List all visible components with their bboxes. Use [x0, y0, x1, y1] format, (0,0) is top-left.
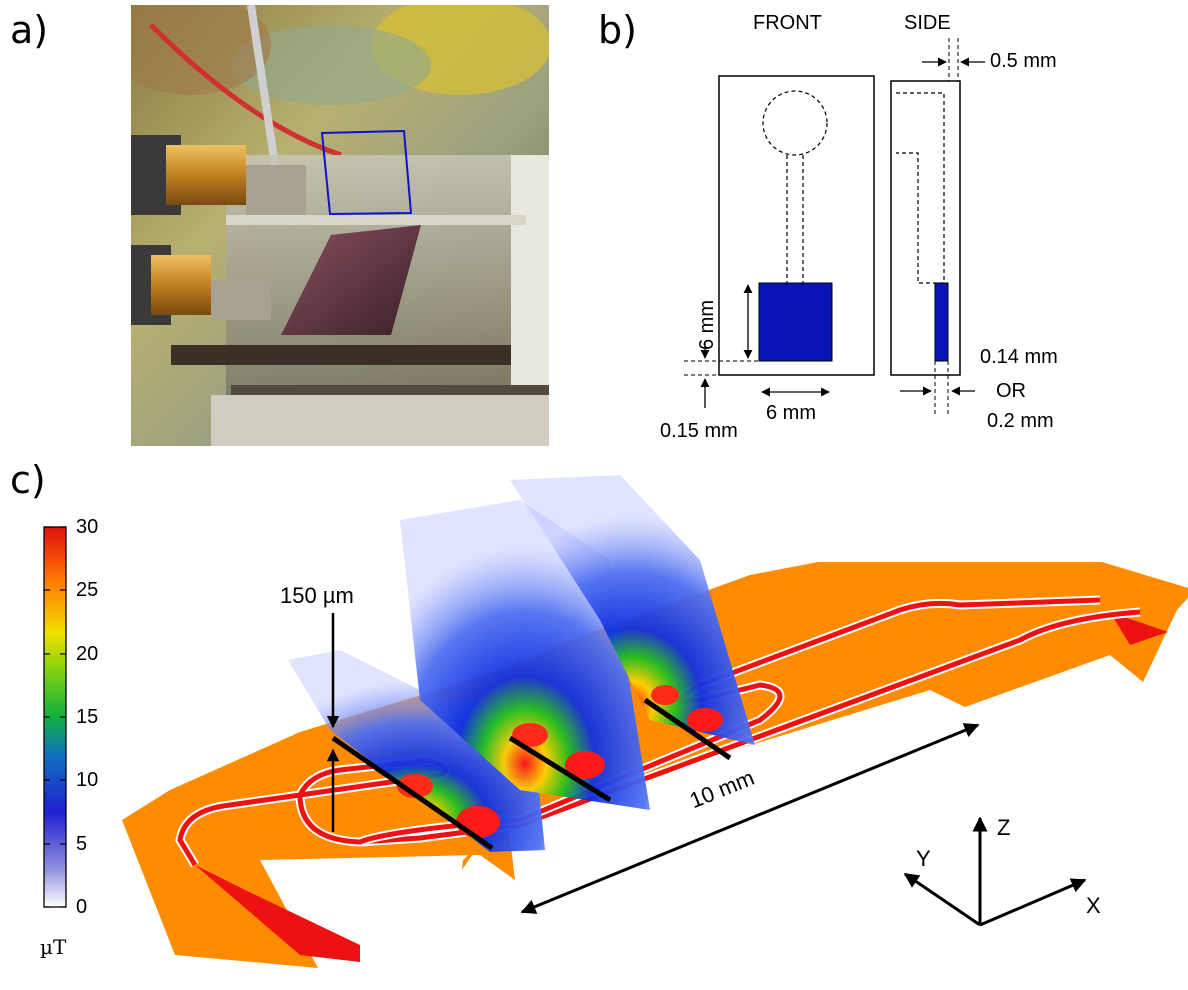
colorbar-tick-15: 15 — [76, 706, 99, 728]
y-axis-arrow — [903, 872, 981, 927]
sensor-edge-1 — [331, 735, 494, 851]
colorbar-ticks — [44, 526, 66, 908]
dim-layer-2-label: 0.2 mm — [987, 410, 1054, 432]
dim-width-label: 6 mm — [766, 402, 816, 424]
experiment-photo — [131, 5, 549, 446]
colorbar-tick-30: 30 — [76, 516, 99, 538]
dim-height-label: 6 mm — [696, 300, 718, 350]
axis-x-label: X — [1086, 893, 1101, 918]
axis-y-label: Y — [916, 846, 931, 871]
colorbar-tick-20: 20 — [76, 643, 99, 665]
x-axis-arrow — [979, 878, 1087, 927]
dim-thickness-label: 0.5 mm — [990, 50, 1057, 72]
front-title: FRONT — [753, 12, 822, 34]
side-view — [890, 38, 985, 417]
dim-gap-label: 0.15 mm — [660, 420, 738, 442]
panel-label-c: c) — [10, 458, 46, 502]
side-title: SIDE — [904, 12, 951, 34]
colorbar-unit: µT — [40, 935, 67, 959]
axis-z-label: Z — [997, 815, 1011, 840]
front-sensor — [758, 282, 833, 362]
panel-label-b: b) — [598, 8, 637, 52]
dim-layer-1-label: 0.14 mm — [980, 346, 1058, 368]
length-arrow — [520, 723, 980, 914]
colorbar-tick-25: 25 — [76, 579, 99, 601]
height-label: 150 µm — [280, 583, 354, 608]
axes-triad — [903, 816, 1087, 927]
colorbar-tick-5: 5 — [76, 833, 88, 855]
experiment-photo-drawing — [131, 5, 549, 446]
side-sensor — [934, 282, 949, 362]
lead-right — [1110, 612, 1168, 645]
front-view — [684, 75, 875, 408]
colorbar-tick-10: 10 — [76, 769, 99, 791]
dim-or-label: OR — [996, 380, 1026, 402]
lead-left — [195, 865, 360, 962]
panel-label-a: a) — [10, 8, 49, 52]
colorbar-tick-0: 0 — [76, 896, 88, 918]
